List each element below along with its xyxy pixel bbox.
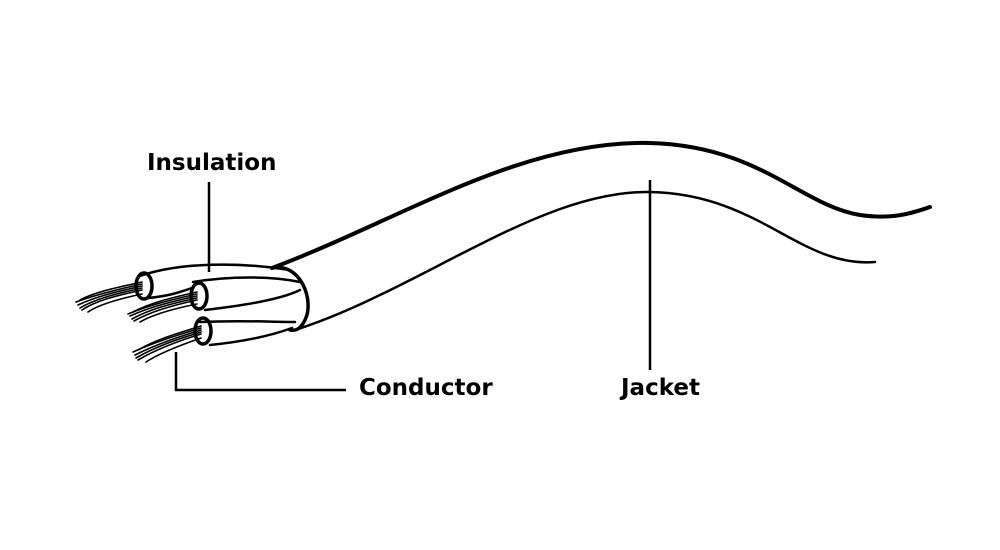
conductor-strands-middle [127, 291, 198, 323]
conductor-strands-bottom [132, 325, 202, 363]
insulation-label: Insulation [147, 150, 277, 176]
wire-top-insulation [138, 263, 292, 300]
wire-bottom-end [193, 316, 213, 346]
jacket-top-edge [270, 140, 932, 270]
jacket-end [270, 265, 310, 333]
wire-bottom-insulation [198, 319, 297, 347]
conductor-strands-top [75, 281, 143, 313]
wire-middle-insulation [191, 276, 302, 312]
jacket-label: Jacket [621, 375, 700, 401]
conductor-label: Conductor [359, 375, 493, 401]
conductor-leader-line [174, 352, 346, 392]
jacket-bottom-edge [293, 190, 877, 332]
